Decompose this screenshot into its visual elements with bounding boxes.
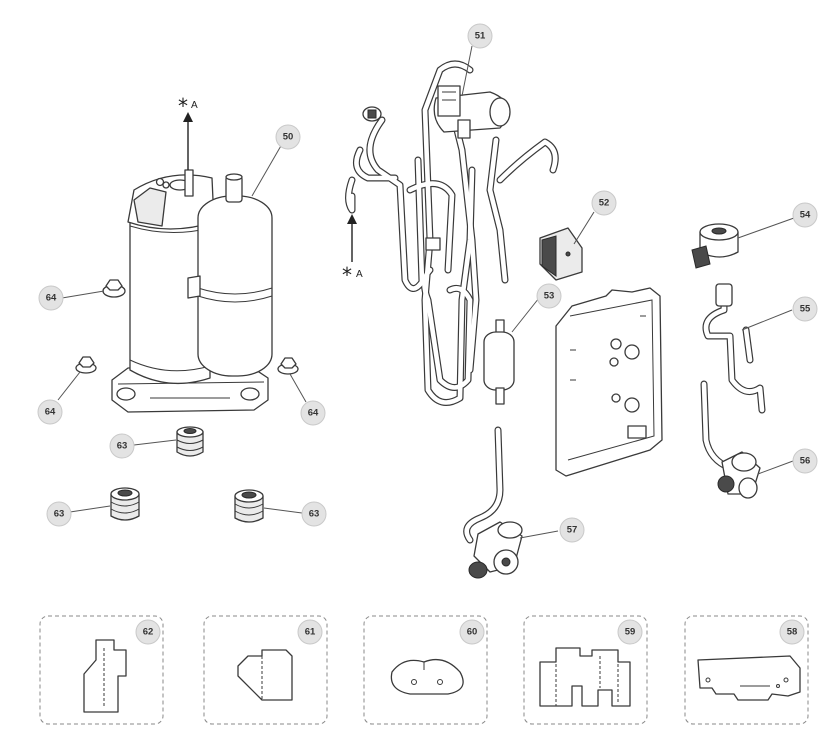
callout-59: 59 bbox=[617, 619, 643, 645]
callout-61: 61 bbox=[297, 619, 323, 645]
callout-64-upper: 64 bbox=[38, 285, 64, 311]
svg-text:52: 52 bbox=[599, 198, 610, 209]
callout-54: 54 bbox=[792, 202, 818, 228]
svg-text:64: 64 bbox=[46, 293, 57, 304]
svg-text:59: 59 bbox=[625, 627, 636, 638]
callout-57: 57 bbox=[559, 517, 585, 543]
grommet-63-center bbox=[176, 426, 204, 457]
valve-57 bbox=[463, 426, 523, 579]
callout-63-center: 63 bbox=[109, 433, 135, 459]
mounting-panel bbox=[555, 287, 663, 477]
pipe-assembly bbox=[345, 60, 559, 406]
svg-text:62: 62 bbox=[143, 627, 154, 638]
grommet-63-left bbox=[110, 487, 140, 521]
marker-symbol-bottom: * bbox=[342, 263, 352, 287]
valve-56 bbox=[700, 380, 761, 499]
strainer-53 bbox=[483, 319, 515, 405]
svg-text:50: 50 bbox=[283, 132, 294, 143]
svg-text:64: 64 bbox=[45, 407, 56, 418]
part-box-58 bbox=[684, 615, 809, 725]
svg-text:60: 60 bbox=[467, 627, 478, 638]
nut-64-upper bbox=[102, 279, 126, 298]
callout-51: 51 bbox=[467, 23, 493, 49]
svg-text:54: 54 bbox=[800, 210, 811, 221]
callout-58: 58 bbox=[779, 619, 805, 645]
svg-text:63: 63 bbox=[309, 509, 320, 520]
part-box-61 bbox=[203, 615, 328, 725]
connection-marker-bottom: * A bbox=[342, 214, 363, 287]
part-box-60 bbox=[363, 615, 488, 725]
svg-text:51: 51 bbox=[475, 31, 486, 42]
marker-label-bottom: A bbox=[356, 269, 363, 280]
marker-label-top: A bbox=[191, 100, 198, 111]
callout-63-left: 63 bbox=[46, 501, 72, 527]
grommet-63-right bbox=[234, 489, 264, 523]
callout-56: 56 bbox=[792, 448, 818, 474]
svg-text:61: 61 bbox=[305, 627, 316, 638]
callout-53: 53 bbox=[536, 283, 562, 309]
compressor-assembly bbox=[111, 169, 273, 413]
svg-text:53: 53 bbox=[544, 291, 555, 302]
connection-marker-top: * A bbox=[178, 94, 198, 170]
svg-text:57: 57 bbox=[567, 525, 578, 536]
callout-62: 62 bbox=[135, 619, 161, 645]
svg-text:55: 55 bbox=[800, 304, 811, 315]
svg-text:58: 58 bbox=[787, 627, 798, 638]
coil-52 bbox=[539, 227, 583, 281]
callout-63-right: 63 bbox=[301, 501, 327, 527]
svg-text:63: 63 bbox=[117, 441, 128, 452]
nut-64-right bbox=[277, 357, 299, 375]
svg-text:56: 56 bbox=[800, 456, 811, 467]
svg-text:63: 63 bbox=[54, 509, 65, 520]
part-box-62 bbox=[39, 615, 164, 725]
callout-64-left: 64 bbox=[37, 399, 63, 425]
callout-60: 60 bbox=[459, 619, 485, 645]
svg-text:64: 64 bbox=[308, 408, 319, 419]
part-box-59 bbox=[523, 615, 648, 725]
valve-coil-54 bbox=[691, 223, 739, 269]
callout-64-right: 64 bbox=[300, 400, 326, 426]
callout-50: 50 bbox=[275, 124, 301, 150]
callout-55: 55 bbox=[792, 296, 818, 322]
nut-64-left bbox=[75, 356, 97, 374]
leader-lines bbox=[57, 45, 795, 539]
callout-52: 52 bbox=[591, 190, 617, 216]
marker-symbol-top: * bbox=[178, 94, 188, 118]
pipe-55 bbox=[702, 283, 766, 414]
